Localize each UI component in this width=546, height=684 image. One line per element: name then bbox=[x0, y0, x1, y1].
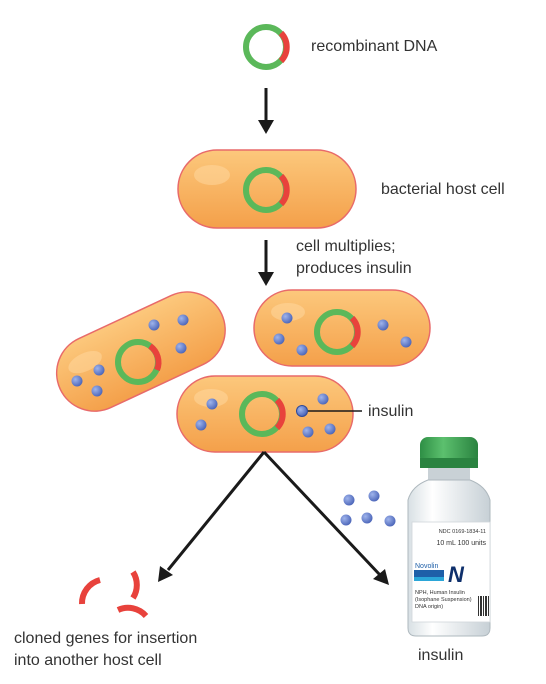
label-insulin-pointer: insulin bbox=[368, 403, 414, 420]
bacterial-host-cell bbox=[177, 149, 357, 229]
arrow-down-1 bbox=[258, 88, 274, 134]
vial-ndc: NDC 0169-1834-11 bbox=[439, 529, 486, 535]
vial-desc-3: DNA origin) bbox=[415, 604, 443, 610]
label-cell-multiplies-line1: cell multiplies; bbox=[296, 238, 396, 255]
arrow-to-cloned-genes bbox=[158, 451, 266, 582]
label-recombinant-dna: recombinant DNA bbox=[311, 38, 438, 55]
label-insulin-product: insulin bbox=[418, 647, 464, 664]
insulin-molecules-left-cell bbox=[71, 314, 189, 397]
vial-brand: Novolin bbox=[415, 563, 438, 570]
label-bacterial-host-cell: bacterial host cell bbox=[381, 181, 505, 198]
vial-volume: 10 mL 100 units bbox=[436, 540, 486, 547]
arrow-to-insulin bbox=[262, 450, 389, 585]
label-cell-multiplies-line2: produces insulin bbox=[296, 260, 412, 277]
label-cloned-genes-line1: cloned genes for insertion bbox=[14, 630, 198, 647]
vial-desc-1: NPH, Human Insulin bbox=[415, 590, 465, 596]
vial-logo-letter: N bbox=[448, 562, 465, 587]
recombinant-dna-plasmid bbox=[243, 24, 290, 70]
insulin-vial: NDC 0169-1834-11 10 mL 100 units Novolin… bbox=[407, 437, 491, 637]
arrow-down-2 bbox=[258, 240, 274, 286]
cloned-gene-fragments bbox=[79, 570, 149, 619]
barcode bbox=[478, 596, 489, 616]
label-cloned-genes-line2: into another host cell bbox=[14, 652, 162, 669]
free-insulin-molecules bbox=[340, 490, 396, 527]
plasmid-left-cell bbox=[115, 339, 162, 385]
multiplied-cell-bottom bbox=[176, 375, 354, 453]
multiplied-cell-right bbox=[253, 289, 431, 367]
vial-desc-2: (Isophane Suspension) bbox=[415, 597, 472, 603]
